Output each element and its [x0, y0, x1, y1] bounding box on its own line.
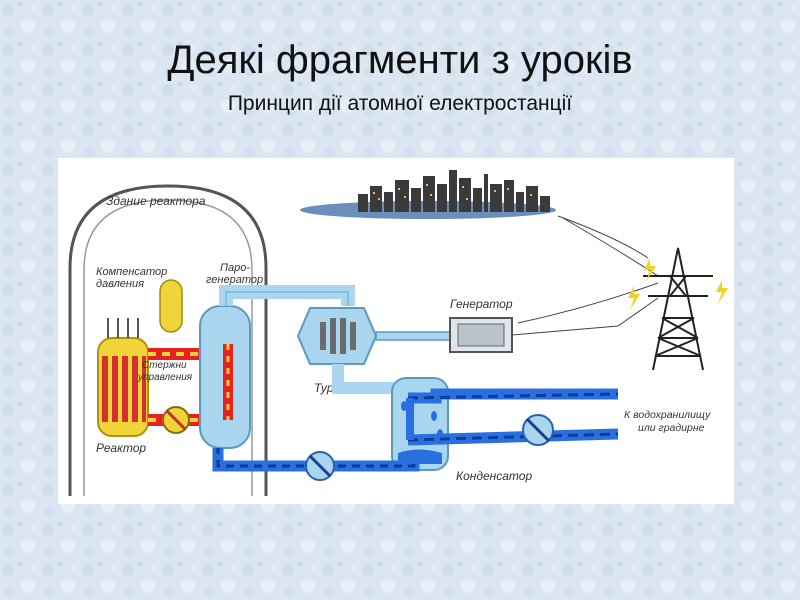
npp-diagram: Здание реактора — [68, 170, 728, 496]
control-rod-drives — [107, 318, 139, 338]
label-pressurizer-2: давления — [96, 278, 144, 290]
turbine — [296, 307, 378, 365]
pressurizer — [159, 279, 183, 333]
slide-subtitle: Принцип дії атомної електростанції — [227, 92, 573, 115]
power-lines — [517, 215, 659, 324]
slide-title: Деякі фрагменти з уроків — [167, 38, 633, 82]
turbine-blades — [320, 318, 356, 354]
label-control-rods-2: управления — [137, 372, 193, 383]
label-steam-gen-1: Паро- — [220, 262, 250, 274]
label-steam-gen-2: генератор — [206, 274, 263, 286]
cooling-water-loop — [406, 388, 619, 446]
turbine-shaft — [375, 331, 451, 341]
label-reactor: Реактор — [96, 441, 146, 455]
label-condenser: Конденсатор — [456, 469, 532, 483]
control-rods — [102, 356, 146, 422]
lightning-icon — [628, 258, 728, 310]
generator-cable — [511, 297, 659, 336]
transmission-pylon — [643, 247, 713, 371]
label-generator: Генератор — [450, 297, 513, 311]
label-cooling-1: К водохранилищу — [624, 409, 711, 421]
city-skyline — [300, 170, 556, 219]
label-pressurizer-1: Компенсатор — [96, 266, 167, 278]
diagram-panel: Здание реактора — [58, 158, 734, 504]
label-control-rods-1: Стержни — [142, 360, 187, 371]
reactor-building-inner — [83, 199, 253, 496]
label-cooling-2: или градирне — [638, 422, 705, 434]
label-reactor-building: Здание реактора — [106, 194, 206, 208]
